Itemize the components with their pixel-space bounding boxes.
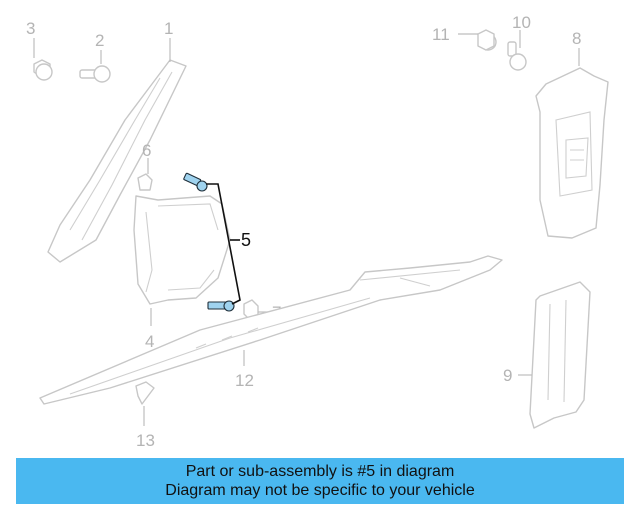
b-pillar-upper-trim (535, 67, 609, 239)
b-pillar-lower-trim (529, 281, 591, 429)
clip-part-3 (33, 59, 53, 81)
highlighted-part-5 (183, 172, 241, 312)
callout-1: 1 (164, 19, 173, 38)
parts-diagram: 1 2 3 6 4 7 12 (26, 13, 609, 450)
bolt-part-10 (507, 41, 527, 71)
callout-8: 8 (572, 29, 581, 48)
callout-5: 5 (241, 230, 251, 250)
banner-line-2: Diagram may not be specific to your vehi… (165, 482, 475, 499)
callout-12: 12 (235, 371, 254, 390)
kick-panel (133, 195, 231, 305)
callout-3: 3 (26, 19, 35, 38)
callout-9: 9 (503, 366, 512, 385)
callout-10: 10 (512, 13, 531, 32)
sill-plate (39, 255, 503, 405)
screw-lower (207, 300, 235, 312)
banner-line-1: Part or sub-assembly is #5 in diagram (185, 463, 455, 480)
callout-13: 13 (136, 431, 155, 450)
screw-upper (183, 172, 208, 192)
clip-part-6 (137, 173, 153, 191)
nut-part-11 (477, 29, 497, 51)
info-banner: Part or sub-assembly is #5 in diagram Di… (16, 458, 624, 504)
callout-2: 2 (95, 31, 104, 50)
callout-6: 6 (142, 141, 151, 160)
bolt-part-2 (79, 65, 111, 83)
callout-4: 4 (145, 332, 154, 351)
callout-11: 11 (432, 25, 450, 44)
a-pillar-trim (47, 59, 187, 263)
push-clip-part-13 (135, 381, 155, 405)
